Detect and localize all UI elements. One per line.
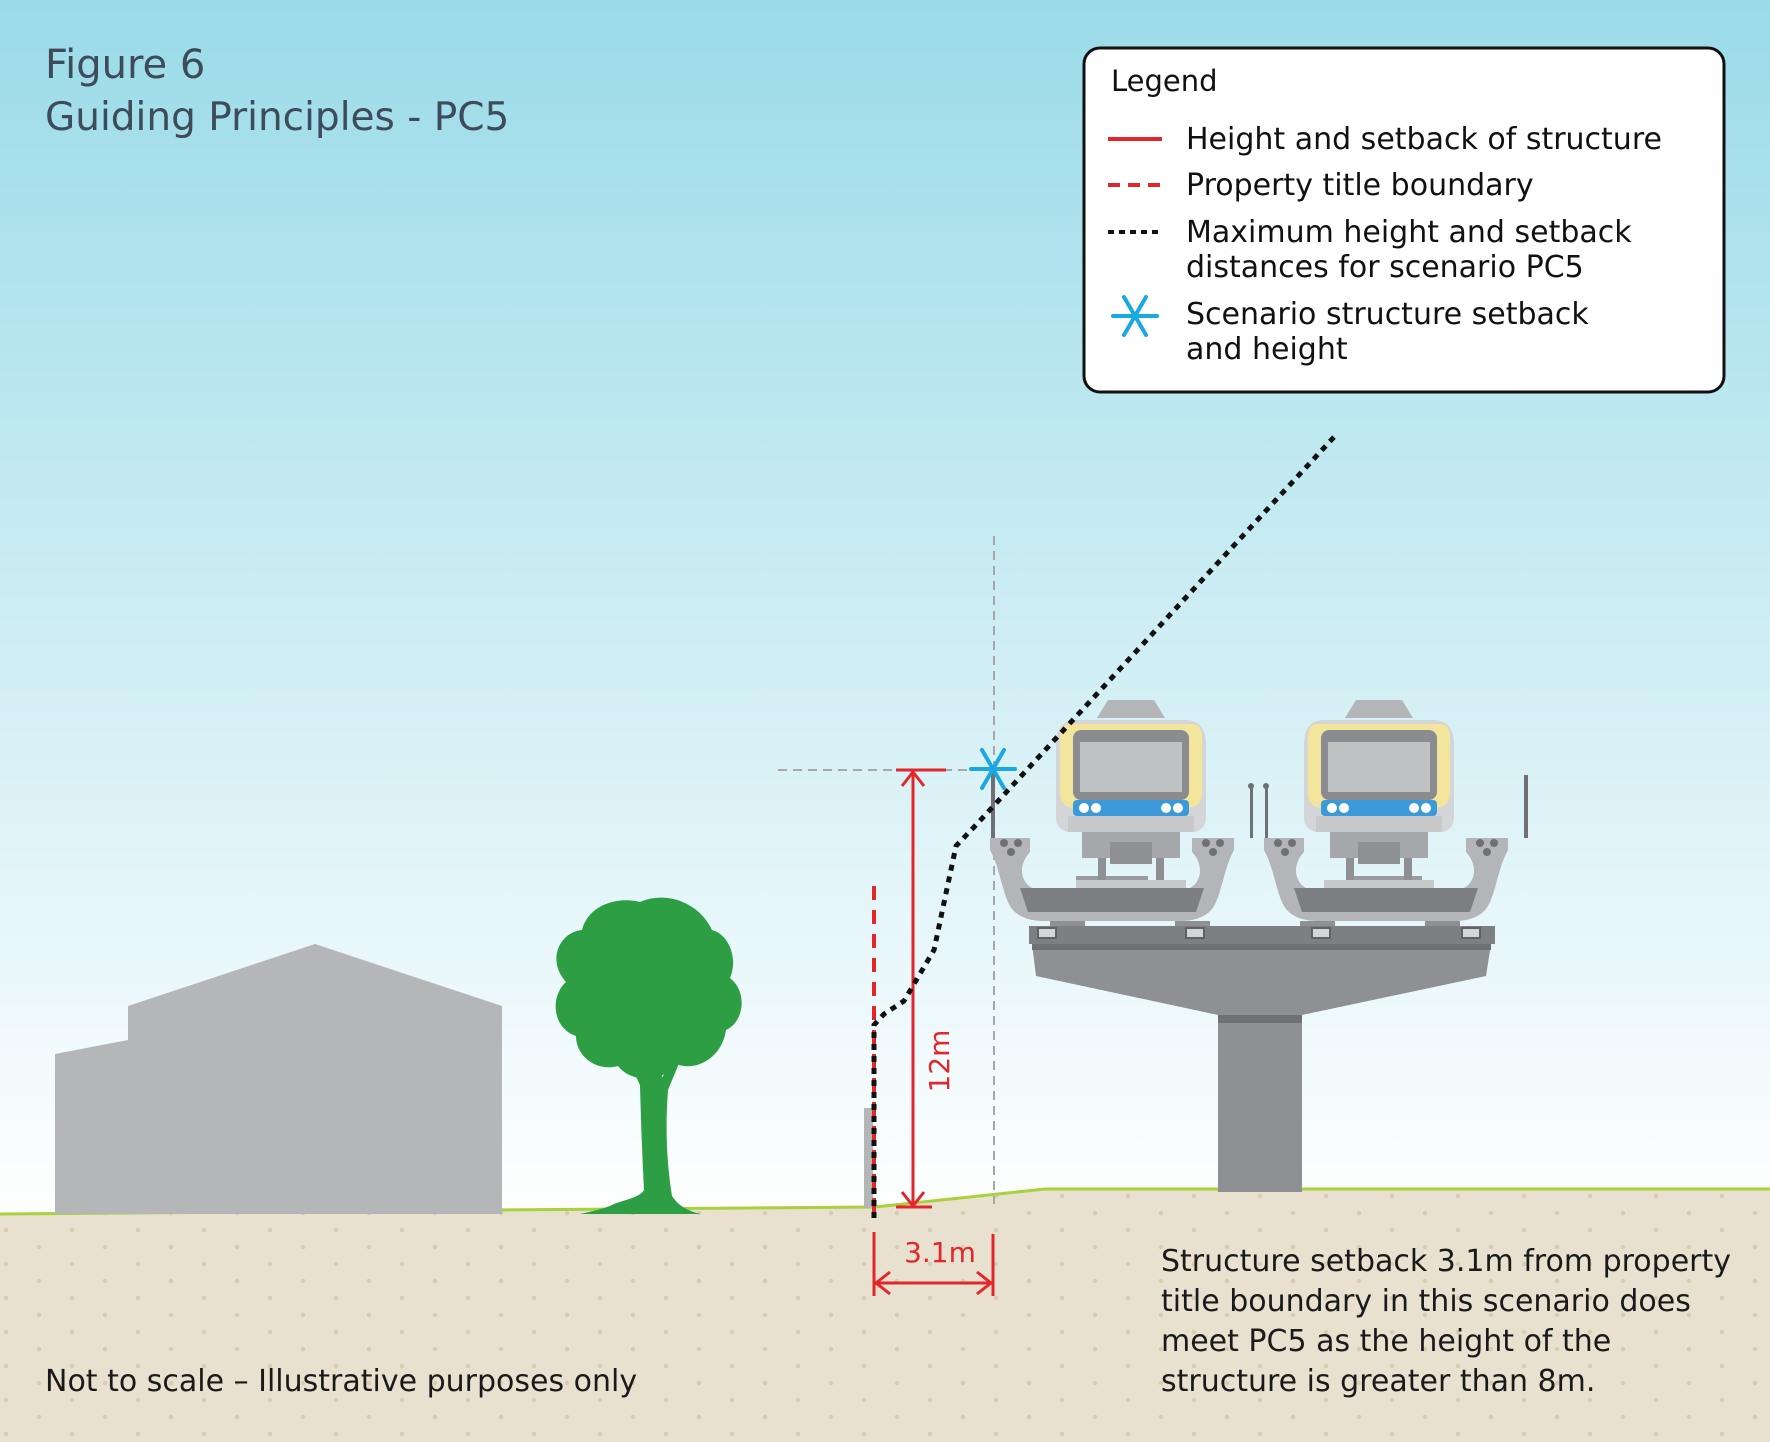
explanation-line: structure is greater than 8m.: [1161, 1364, 1595, 1399]
explanation-line: title boundary in this scenario does: [1161, 1284, 1691, 1319]
height-dimension: 12m: [896, 768, 956, 1209]
explanation-line: Structure setback 3.1m from property: [1161, 1244, 1731, 1279]
fence-post: [864, 1108, 873, 1208]
max-envelope-line: [871, 435, 1336, 1218]
legend-item-max-line1: Maximum height and setback: [1186, 215, 1632, 250]
train-left: [1056, 700, 1206, 888]
legend: Legend Height and setback of structure P…: [1082, 46, 1726, 394]
setback-label: 3.1m: [904, 1236, 976, 1269]
legend-item-max-line2: distances for scenario PC5: [1186, 250, 1584, 285]
ground: [0, 1187, 1770, 1442]
pier-column: [1218, 1015, 1302, 1192]
figure-number: Figure 6: [45, 42, 205, 88]
height-label: 12m: [923, 1030, 956, 1093]
legend-title: Legend: [1111, 64, 1218, 98]
scenario-asterisk: [969, 748, 1017, 790]
pier-cap: [1032, 944, 1491, 1015]
explanation-line: meet PC5 as the height of the: [1161, 1324, 1611, 1359]
legend-item-scenario-line1: Scenario structure setback: [1186, 297, 1589, 332]
legend-item-structure: Height and setback of structure: [1186, 122, 1662, 157]
disclaimer-note: Not to scale – Illustrative purposes onl…: [45, 1364, 637, 1399]
tree: [555, 897, 742, 1214]
legend-item-boundary: Property title boundary: [1186, 168, 1534, 203]
building: [55, 944, 502, 1214]
explanation-note: Structure setback 3.1m from property tit…: [1161, 1244, 1731, 1399]
legend-box: [1082, 46, 1726, 394]
legend-asterisk-icon: [1111, 295, 1159, 337]
legend-item-scenario-line2: and height: [1186, 332, 1348, 367]
guide-lines: [778, 536, 995, 1204]
figure-subtitle: Guiding Principles - PC5: [45, 95, 509, 140]
setback-dimension: 3.1m: [872, 1232, 995, 1296]
